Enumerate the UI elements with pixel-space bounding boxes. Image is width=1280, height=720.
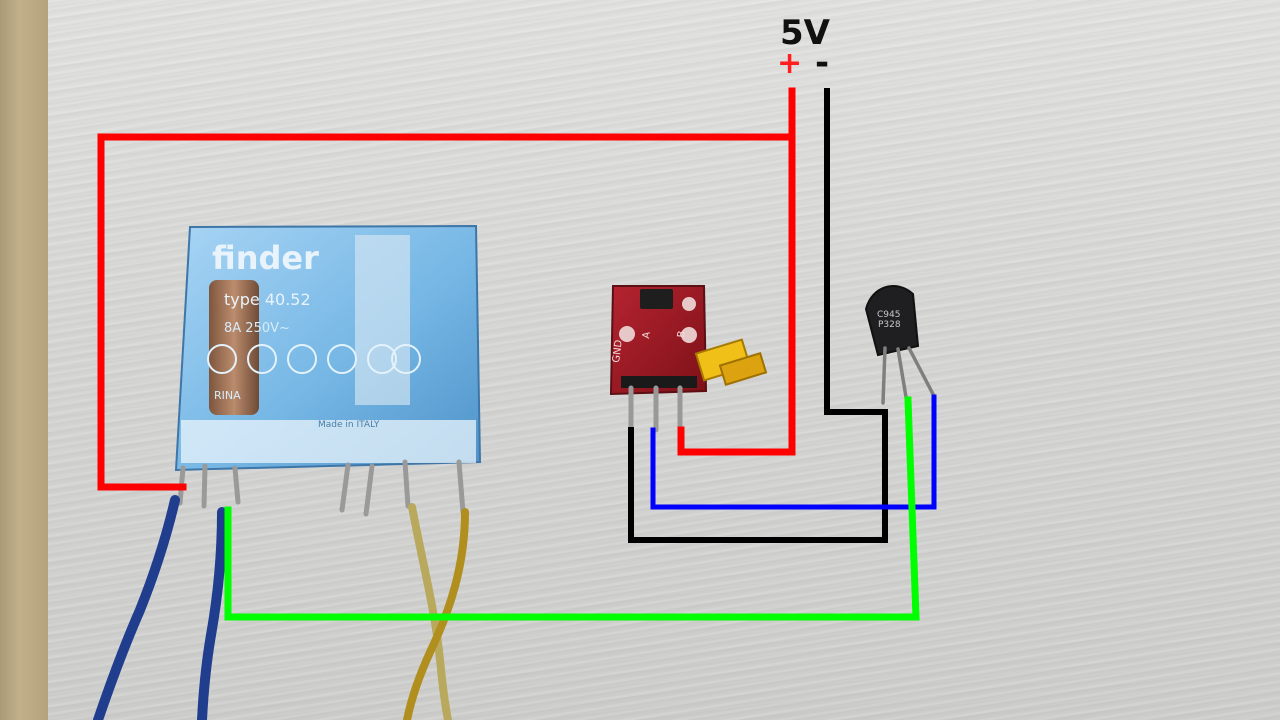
transistor: C945 P328 bbox=[864, 285, 936, 405]
transistor-marking-1: C945 bbox=[877, 310, 900, 320]
supply-voltage-label: 5V bbox=[780, 13, 830, 53]
relay-rating-text: 8A 250V~ bbox=[224, 321, 290, 336]
relay-type-text: type 40.52 bbox=[224, 290, 311, 309]
touch-sensor-module: GND A B bbox=[609, 285, 768, 433]
wiring-overlay bbox=[97, 87, 937, 621]
gnd-pin-label: GND bbox=[611, 339, 625, 363]
a-pin-label: A bbox=[641, 331, 653, 339]
wooden-edge bbox=[0, 0, 48, 720]
negative-terminal-label: - bbox=[815, 43, 830, 83]
relay-coil-label: RINA bbox=[214, 389, 241, 402]
positive-terminal-label: + bbox=[777, 46, 803, 81]
b-pin-label: B bbox=[676, 330, 688, 338]
relay: finder type 40.52 8A 250V~ RINA Made in … bbox=[93, 224, 482, 720]
relay-brand-text: finder bbox=[212, 239, 319, 277]
transistor-marking-2: P328 bbox=[878, 320, 901, 330]
relay-made-in-text: Made in ITALY bbox=[318, 420, 380, 430]
